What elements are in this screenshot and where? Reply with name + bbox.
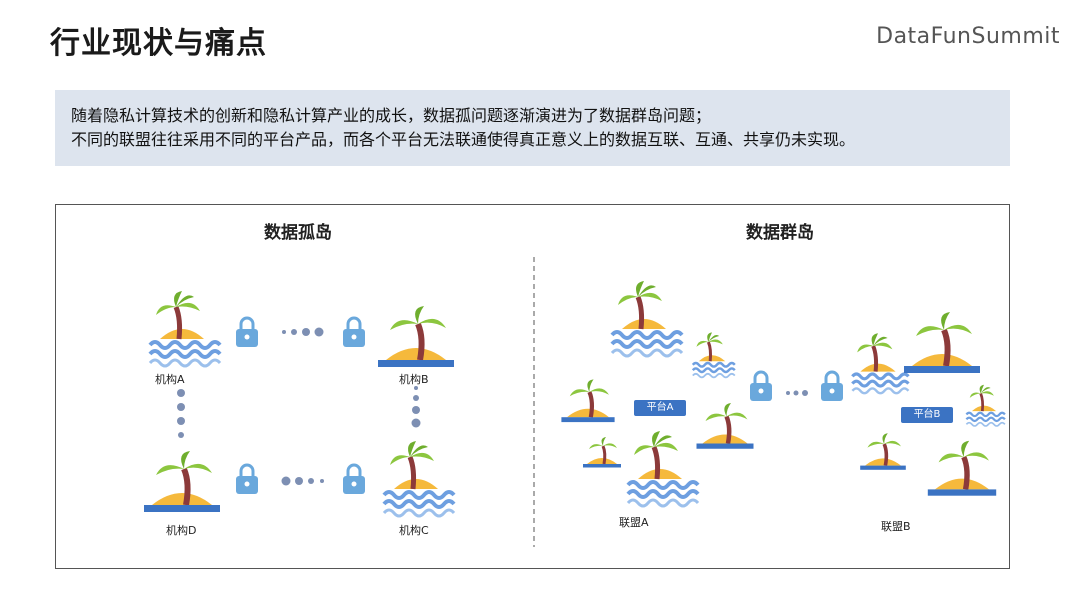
ellipsis-dots-icon-left — [177, 389, 185, 438]
island-icon-a — [150, 291, 220, 366]
island-icon-rb4 — [858, 431, 908, 472]
intro-line-1: 随着隐私计算技术的创新和隐私计算产业的成长，数据孤问题逐渐演进为了数据群岛问题； — [71, 106, 712, 125]
left-section-title: 数据孤岛 — [264, 223, 332, 243]
intro-line-2: 不同的联盟往往采用不同的平台产品，而各个平台无法联通使得真正意义上的数据互联、互… — [71, 130, 856, 149]
right-section-title: 数据群岛 — [746, 223, 814, 243]
ellipsis-dots-icon-bottom — [281, 476, 324, 486]
island-icon-ra4 — [697, 403, 754, 449]
lock-icon-alliance-left — [748, 370, 774, 403]
island-icon-ra5 — [581, 435, 623, 469]
node-label-c: 机构C — [399, 524, 429, 537]
diagram-canvas — [56, 257, 1007, 547]
island-icon-ra3 — [561, 379, 614, 422]
island-icon-rb1 — [852, 333, 908, 393]
platform-a-badge: 平台A — [634, 400, 686, 416]
lock-icon-bottom-right — [341, 463, 367, 496]
intro-box: 随着隐私计算技术的创新和隐私计算产业的成长，数据孤问题逐渐演进为了数据群岛问题；… — [55, 90, 1010, 166]
platform-b-badge: 平台B — [901, 407, 953, 423]
brand-logo: DataFunSummit — [876, 24, 1060, 49]
island-icon-rb3 — [965, 383, 1007, 428]
node-label-a: 机构A — [155, 373, 185, 386]
alliance-a-label: 联盟A — [619, 516, 649, 529]
island-icon-ra6 — [628, 431, 698, 506]
lock-icon-top-right — [341, 316, 367, 349]
lock-icon-alliance-right — [819, 370, 845, 403]
page-title: 行业现状与痛点 — [50, 26, 267, 61]
lock-icon-bottom-left — [234, 463, 260, 496]
island-icon-d — [144, 451, 220, 512]
ellipsis-dots-icon-alliance — [786, 390, 808, 396]
island-icon-rb2 — [904, 312, 980, 373]
island-icon-c — [384, 441, 454, 516]
island-icon-ra1 — [612, 281, 682, 356]
ellipsis-dots-icon-top — [282, 327, 324, 337]
island-icon-rb5 — [928, 441, 996, 496]
alliance-b-label: 联盟B — [881, 520, 911, 533]
node-label-b: 机构B — [399, 373, 429, 386]
node-label-d: 机构D — [166, 524, 197, 537]
island-icon-b — [378, 306, 454, 367]
diagram-panel: 数据孤岛 数据群岛 机构A 机构B 机构D 机构C 平台A 平台B 联盟A 联盟… — [55, 204, 1010, 569]
island-icon-ra2 — [691, 330, 737, 379]
lock-icon-top-left — [234, 316, 260, 349]
ellipsis-dots-icon-right — [411, 386, 421, 428]
